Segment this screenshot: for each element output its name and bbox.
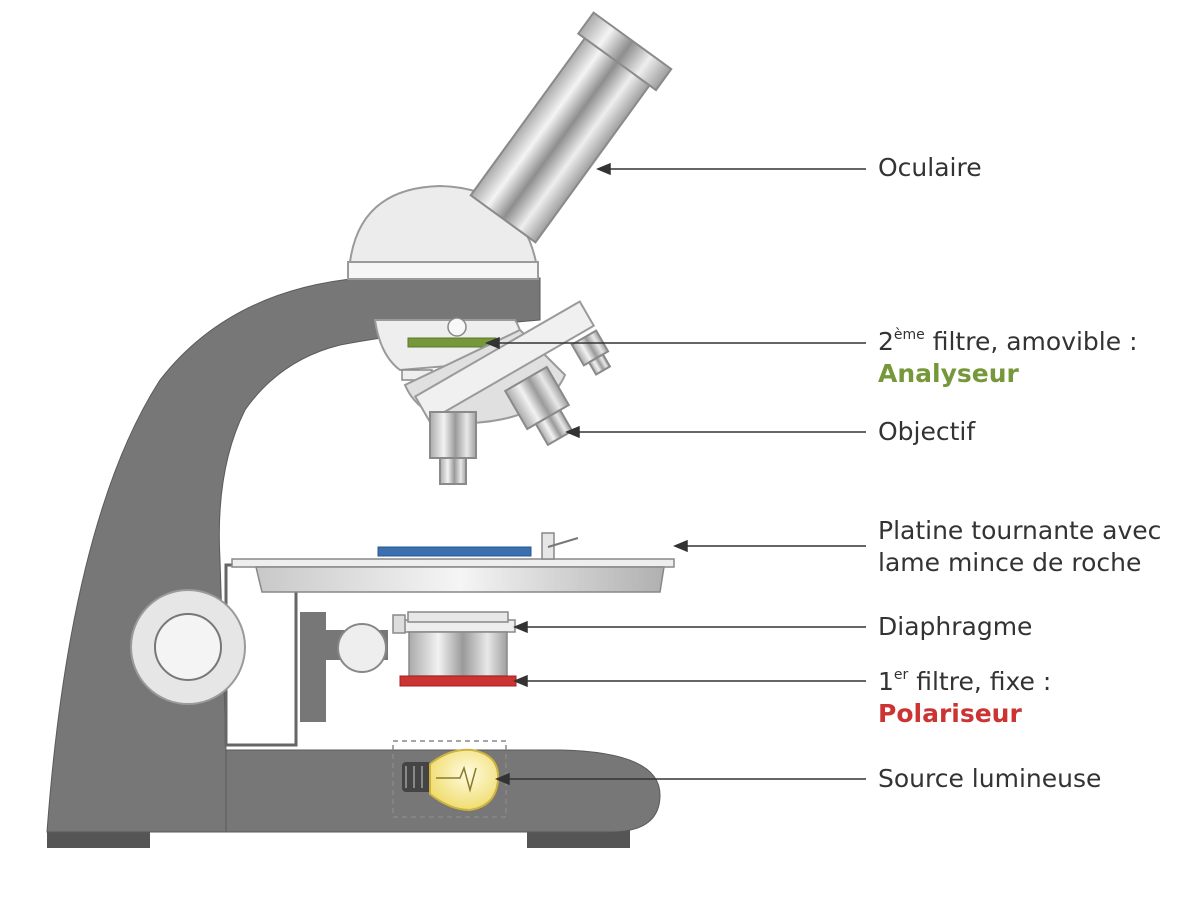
label-source: Source lumineuse	[878, 764, 1102, 793]
light-bulb-icon	[402, 748, 500, 812]
label-platine-line2: lame mince de roche	[878, 548, 1142, 577]
focus-knob-inner	[154, 613, 222, 681]
stage-disc	[255, 566, 665, 593]
condenser-knob	[337, 623, 387, 673]
condenser-arm	[300, 612, 326, 722]
foot-left	[47, 828, 150, 848]
label-filtre-1-text: filtre, fixe :	[908, 667, 1052, 696]
condenser-body	[408, 631, 508, 677]
objective-side	[503, 365, 574, 447]
label-filtre-2-text: filtre, amovible :	[924, 327, 1138, 356]
objective-front	[429, 411, 477, 485]
leader-lines	[485, 162, 866, 786]
label-filtre-1: 1er filtre, fixe : Polariseur	[878, 666, 1051, 730]
label-platine: Platine tournante avec lame mince de roc…	[878, 515, 1161, 579]
foot-right	[527, 828, 630, 848]
diaphragm-lever	[392, 614, 406, 634]
label-filtre-1-sup: er	[893, 666, 909, 683]
label-diaphragme: Diaphragme	[878, 612, 1033, 641]
label-platine-line1: Platine tournante avec	[878, 516, 1162, 545]
label-filtre-2: 2ème filtre, amovible : Analyseur	[878, 326, 1138, 390]
diaphragm-top	[407, 611, 509, 623]
label-objectif: Objectif	[878, 417, 976, 446]
label-filtre-1-num: 1	[878, 667, 894, 696]
lamp-housing	[392, 740, 507, 818]
analyser-slot-hole	[447, 317, 467, 337]
revolver-plate	[413, 300, 596, 423]
label-filtre-2-sup: ème	[893, 326, 925, 343]
label-analyseur: Analyseur	[878, 359, 1019, 388]
polariser-filter	[399, 675, 517, 687]
objective-back	[570, 329, 612, 376]
label-polariseur: Polariseur	[878, 699, 1022, 728]
label-oculaire: Oculaire	[878, 153, 982, 182]
analyser-filter	[407, 337, 497, 348]
eyepiece-tube	[469, 11, 673, 244]
stage-top	[231, 558, 675, 568]
head-band	[347, 261, 539, 280]
rock-thin-section	[377, 546, 532, 557]
label-filtre-2-num: 2	[878, 327, 894, 356]
stage-clip	[547, 537, 579, 548]
